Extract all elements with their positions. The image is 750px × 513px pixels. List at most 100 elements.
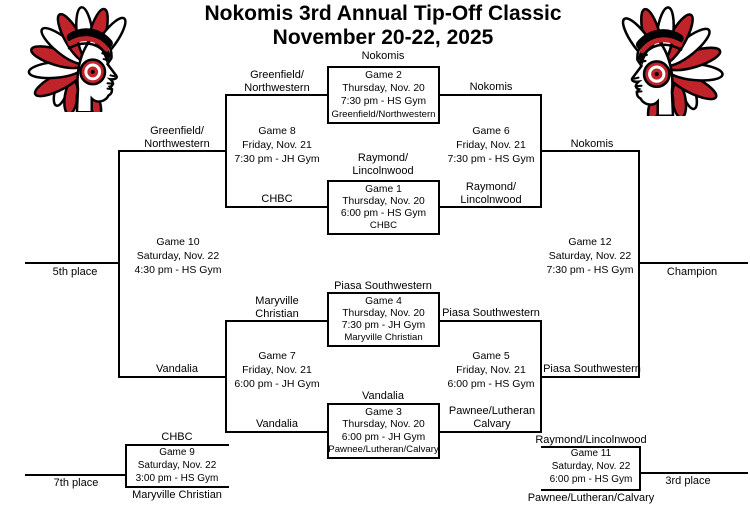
line-game2-winner (438, 94, 542, 96)
game-5-number: Game 5 (472, 350, 510, 362)
game-5-info: Game 5 Friday, Nov. 21 6:00 pm - HS Gym (448, 350, 535, 391)
game-11-number: Game 11 (570, 448, 612, 459)
game-6-bottom-seed-label: Raymond/ Lincolnwood (460, 181, 522, 206)
game-4-date: Thursday, Nov. 20 (342, 307, 425, 319)
line-game3-loser (225, 431, 329, 433)
game-1-top-seed: Raymond/ Lincolnwood (352, 152, 414, 177)
tournament-title-line2: November 20-22, 2025 (272, 26, 494, 49)
chief-head-icon (608, 2, 740, 116)
game-7-bottom-seed-label: Vandalia (256, 418, 298, 430)
game-10-info: Game 10 Saturday, Nov. 22 4:30 pm - HS G… (135, 236, 222, 277)
game-7-winner-label: Vandalia (156, 363, 198, 375)
game-10-date: Saturday, Nov. 22 (136, 249, 220, 262)
game-3-number: Game 3 (365, 406, 402, 418)
game-8-time: 7:30 pm - JH Gym (234, 152, 320, 165)
line-game4-winner (438, 320, 542, 322)
line-champion (638, 262, 748, 264)
champion-label: Champion (666, 266, 718, 278)
seventh-place-label: 7th place (53, 477, 99, 489)
game-7-time: 6:00 pm - JH Gym (234, 377, 320, 390)
line-game8-winner (118, 150, 227, 152)
game-4-time: 7:30 pm - JH Gym (341, 320, 426, 332)
mascot-logo-right (608, 2, 740, 114)
tournament-title: Nokomis 3rd Annual Tip-Off Classic Novem… (160, 2, 606, 50)
game-9-number: Game 9 (159, 447, 195, 458)
game-4-box: Game 4 Thursday, Nov. 20 7:30 pm - JH Gy… (327, 292, 440, 347)
game-10-number: Game 10 (156, 236, 200, 248)
game-1-time: 6:00 pm - HS Gym (340, 208, 427, 220)
game-11-info: Game 11 Saturday, Nov. 22 6:00 pm - HS G… (550, 448, 633, 486)
line-game11-bracket (639, 446, 641, 491)
line-fifth-place (25, 262, 120, 264)
line-game10-bracket (118, 150, 120, 378)
game-1-date: Thursday, Nov. 20 (342, 195, 425, 207)
game-6-info: Game 6 Friday, Nov. 21 7:30 pm - HS Gym (448, 125, 535, 166)
game-12-time: 7:30 pm - HS Gym (546, 263, 634, 276)
line-game11-bottom (541, 489, 641, 491)
game-3-bottom-seed: Pawnee/Lutheran/Calvary (328, 444, 439, 456)
game-5-bottom-seed-label: Pawnee/Lutheran Calvary (448, 405, 536, 430)
game-12-info: Game 12 Saturday, Nov. 22 7:30 pm - HS G… (547, 236, 634, 277)
game-8-bottom-seed-label: CHBC (261, 193, 293, 205)
game-3-date: Thursday, Nov. 20 (342, 419, 425, 431)
game-7-date: Friday, Nov. 21 (242, 363, 312, 376)
line-game5-winner (540, 376, 640, 378)
game-1-bottom-seed: CHBC (369, 220, 398, 232)
game-8-info: Game 8 Friday, Nov. 21 7:30 pm - JH Gym (234, 125, 319, 166)
game-2-top-seed: Nokomis (361, 50, 405, 62)
game-2-bottom-seed: Greenfield/Northwestern (331, 109, 436, 120)
game-6-number: Game 6 (472, 125, 510, 137)
line-game11-top (541, 446, 641, 448)
game-5-time: 6:00 pm - HS Gym (447, 377, 535, 390)
game-12-number: Game 12 (568, 236, 612, 248)
line-game12-bracket (638, 150, 640, 378)
game-9-top-seed-label: CHBC (161, 431, 193, 443)
line-game1-winner (438, 206, 542, 208)
game-7-info: Game 7 Friday, Nov. 21 6:00 pm - JH Gym (234, 350, 319, 391)
line-game2-loser (225, 94, 329, 96)
tournament-title-line1: Nokomis 3rd Annual Tip-Off Classic (204, 2, 562, 25)
game-9-time: 3:00 pm - HS Gym (135, 472, 219, 484)
game-4-number: Game 4 (365, 295, 402, 307)
game-5-winner-label: Piasa Southwestern (543, 363, 641, 375)
game-10-time: 4:30 pm - HS Gym (134, 263, 222, 276)
game-5-date: Friday, Nov. 21 (456, 363, 526, 376)
game-5-top-seed-label: Piasa Southwestern (442, 307, 540, 319)
line-game3-winner (438, 431, 542, 433)
line-game9-bottom (125, 486, 229, 488)
mascot-logo-left (12, 2, 140, 114)
game-8-number: Game 8 (258, 125, 296, 137)
line-third-place (639, 472, 748, 474)
game-6-top-seed-label: Nokomis (469, 81, 513, 93)
game-11-top-seed-label: Raymond/Lincolnwood (535, 434, 647, 446)
game-2-number: Game 2 (365, 70, 402, 81)
game-11-date: Saturday, Nov. 22 (551, 460, 631, 472)
game-2-box: Game 2 Thursday, Nov. 20 7:30 pm - HS Gy… (327, 66, 440, 124)
game-7-number: Game 7 (258, 350, 296, 362)
game-4-bottom-seed: Maryville Christian (344, 332, 423, 344)
line-game4-loser (225, 320, 329, 322)
line-game1-loser (225, 206, 329, 208)
game-8-winner-label: Greenfield/ Northwestern (144, 125, 210, 150)
third-place-label: 3rd place (665, 475, 711, 487)
game-9-info: Game 9 Saturday, Nov. 22 3:00 pm - HS Gy… (136, 447, 219, 485)
game-2-date: Thursday, Nov. 20 (342, 83, 425, 94)
game-9-date: Saturday, Nov. 22 (137, 459, 217, 471)
game-7-top-seed-label: Maryville Christian (255, 295, 299, 320)
game-11-bottom-seed-label: Pawnee/Lutheran/Calvary (527, 492, 655, 504)
chief-head-icon (12, 2, 140, 112)
game-12-date: Saturday, Nov. 22 (548, 249, 632, 262)
game-6-date: Friday, Nov. 21 (456, 138, 526, 151)
line-game9-top (125, 444, 229, 446)
game-3-time: 6:00 pm - JH Gym (341, 431, 426, 443)
game-1-number: Game 1 (365, 183, 402, 195)
game-6-time: 7:30 pm - HS Gym (447, 152, 535, 165)
game-4-top-seed: Piasa Southwestern (334, 280, 432, 292)
game-9-bottom-seed-label: Maryville Christian (132, 489, 222, 501)
game-1-box: Game 1 Thursday, Nov. 20 6:00 pm - HS Gy… (327, 180, 440, 235)
line-game7-winner (118, 376, 227, 378)
game-6-winner-label: Nokomis (570, 138, 614, 150)
game-3-top-seed: Vandalia (362, 390, 404, 402)
game-8-top-seed-label: Greenfield/ Northwestern (244, 69, 310, 94)
